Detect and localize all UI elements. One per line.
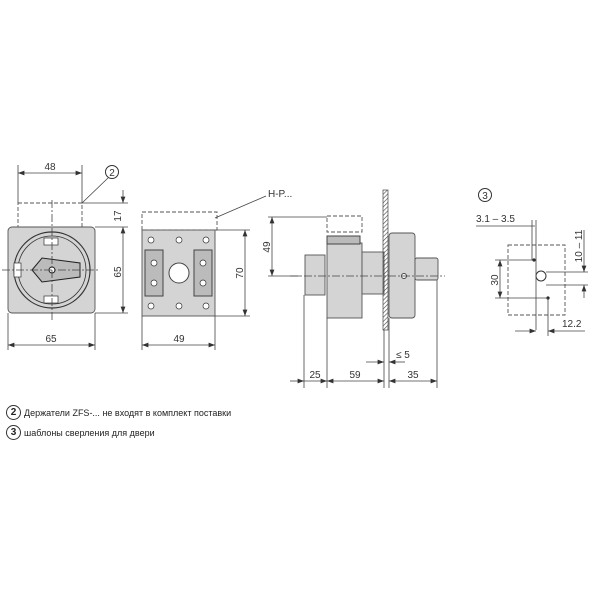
side-view: 70 49 H-P... [141,189,292,350]
dim-70: 70 [235,267,246,279]
callout-number: 3 [6,425,21,440]
callout-2: 2 [109,168,115,179]
dim-17: 17 [113,210,124,222]
legend-item-3: 3 шаблоны сверления для двери [6,425,155,440]
dim-49-horizontal: 49 [173,334,185,345]
callout-number: 2 [6,405,21,420]
legend-text: Держатели ZFS-... не входят в комплект п… [24,407,232,418]
callout-3: 3 [482,191,488,202]
dim-49-vertical: 49 [262,241,273,253]
switch-profile [326,242,363,319]
dim-35: 35 [407,370,419,381]
drilling-template: 3 3.1 – 3.5 30 10 – 11 12.2 [476,188,588,336]
front-view: 48 2 17 65 65 [2,162,128,350]
dim-le-5: ≤ 5 [396,350,410,361]
legend-item-2: 2 Держатели ZFS-... не входят в комплект… [6,405,231,420]
label-h-p: H-P... [268,189,292,200]
door-panel [382,189,389,331]
dim-10-11: 10 – 11 [574,229,585,262]
dim-65-vertical: 65 [113,266,124,278]
dim-59: 59 [349,370,361,381]
dim-25: 25 [309,370,321,381]
profile-view: 49 25 59 35 ≤ 5 [262,189,445,388]
dim-12-2: 12.2 [562,319,582,330]
dim-48: 48 [44,162,56,173]
dim-3-1-3-5: 3.1 – 3.5 [476,214,515,225]
dim-30: 30 [490,274,501,286]
holder-outline [17,202,83,228]
dim-65-horizontal: 65 [45,334,57,345]
legend-text: шаблоны сверления для двери [24,427,155,438]
